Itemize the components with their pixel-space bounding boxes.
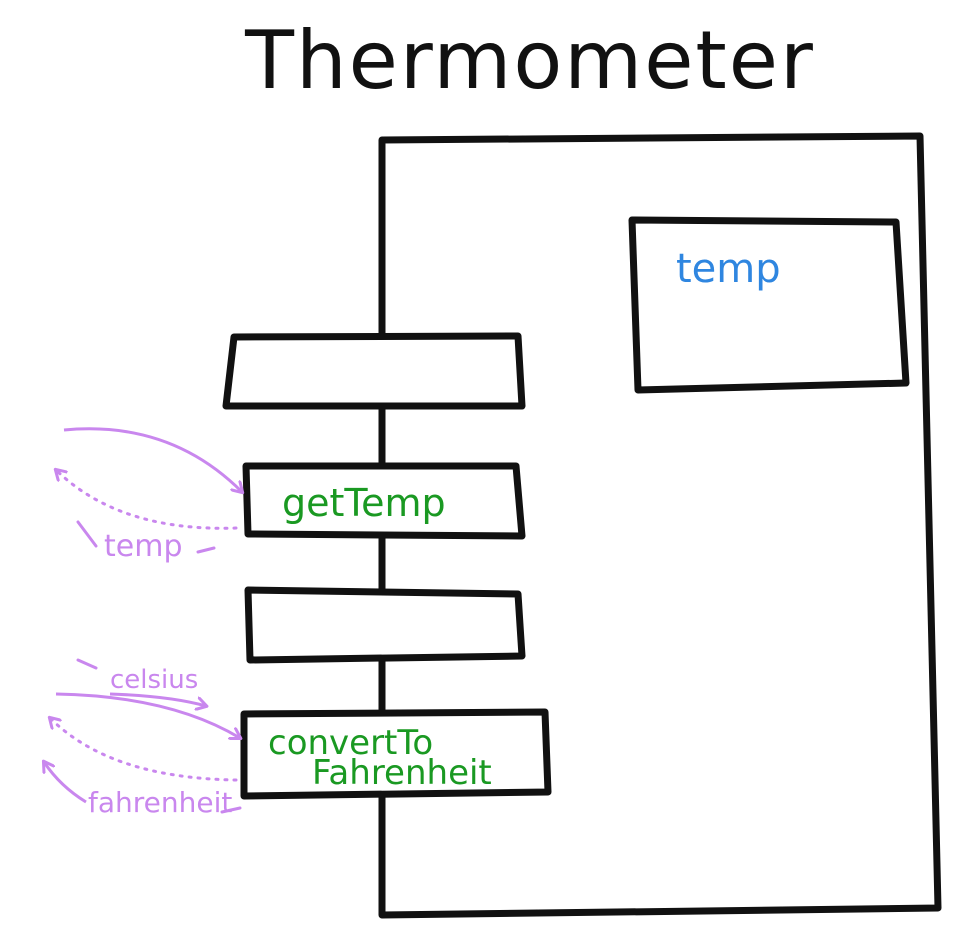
method-label-convert-line2: Fahrenheit [312, 753, 492, 793]
convert-input-arrow-short [109, 692, 206, 706]
gettemp-return-label-tick-right [196, 546, 216, 554]
diagram-title: Thermometer [244, 14, 815, 107]
gettemp-return-arrow [56, 470, 238, 530]
gettemp-return-label: temp [104, 529, 183, 564]
field-label-temp: temp [676, 246, 781, 292]
convert-return-label-tick [220, 806, 242, 814]
convert-return-arrow [50, 718, 238, 782]
gettemp-return-label-tick-left [76, 520, 98, 548]
method-box-1 [222, 332, 526, 410]
method-label-convert-line1: convertTo [268, 723, 433, 763]
convert-input-label: celsius [110, 665, 198, 695]
method-box-gettemp [242, 462, 526, 540]
method-box-3 [244, 586, 526, 664]
method-label-gettemp: getTemp [282, 481, 446, 525]
method-box-convert [240, 708, 552, 800]
convert-return-arrow-solid [44, 762, 87, 804]
convert-call-arrow [55, 692, 240, 738]
convert-input-label-tick [76, 658, 98, 670]
field-box [628, 216, 910, 394]
gettemp-call-arrow [63, 427, 242, 492]
convert-return-label: fahrenheit [88, 786, 232, 819]
